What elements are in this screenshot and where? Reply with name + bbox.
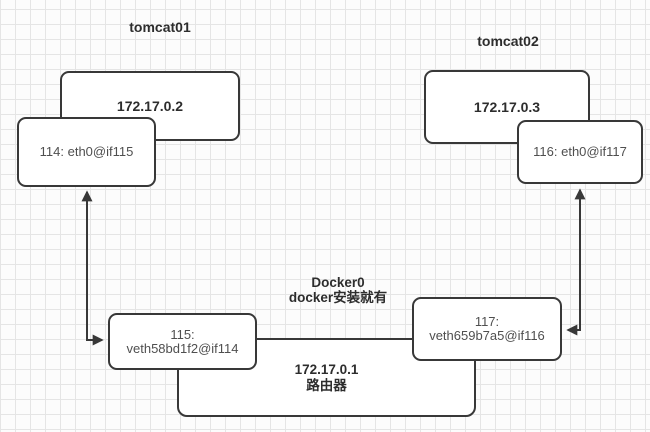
veth-left-line2: veth58bd1f2@if114 (126, 340, 239, 356)
node-tomcat01-eth0-box: 114: eth0@if115 (17, 117, 156, 187)
label-tomcat02: tomcat02 (477, 33, 539, 49)
veth-left-text: 115: veth58bd1f2@if114 (126, 326, 239, 356)
label-docker0-title: Docker0 (311, 275, 365, 290)
router-ip-text: 172.17.0.1 (294, 361, 359, 377)
veth-right-line2: veth659b7a5@if116 (429, 328, 545, 343)
router-name-text: 路由器 (306, 377, 347, 393)
tomcat02-eth0-text: 116: eth0@if117 (533, 144, 627, 159)
node-tomcat02-eth0-box: 116: eth0@if117 (517, 120, 643, 184)
veth-right-text: 117: veth659b7a5@if116 (429, 315, 545, 343)
veth-right-line1: 117: (474, 314, 500, 329)
arrow-eth0-to-veth-left (81, 190, 104, 346)
veth-left-line1: 115: (170, 326, 195, 342)
arrow-eth0-to-veth-right (566, 188, 586, 336)
tomcat01-eth0-text: 114: eth0@if115 (39, 144, 134, 159)
node-veth-right-box: 117: veth659b7a5@if116 (412, 297, 562, 361)
label-docker0-subtitle: docker安装就有 (288, 290, 388, 305)
label-tomcat01: tomcat01 (129, 19, 191, 35)
node-veth-left-box: 115: veth58bd1f2@if114 (108, 313, 257, 370)
label-docker0: Docker0 docker安装就有 (252, 275, 424, 305)
tomcat01-ip-text: 172.17.0.2 (116, 98, 184, 114)
tomcat02-ip-text: 172.17.0.3 (473, 99, 541, 115)
router-label-block: 172.17.0.1 路由器 (295, 362, 359, 394)
